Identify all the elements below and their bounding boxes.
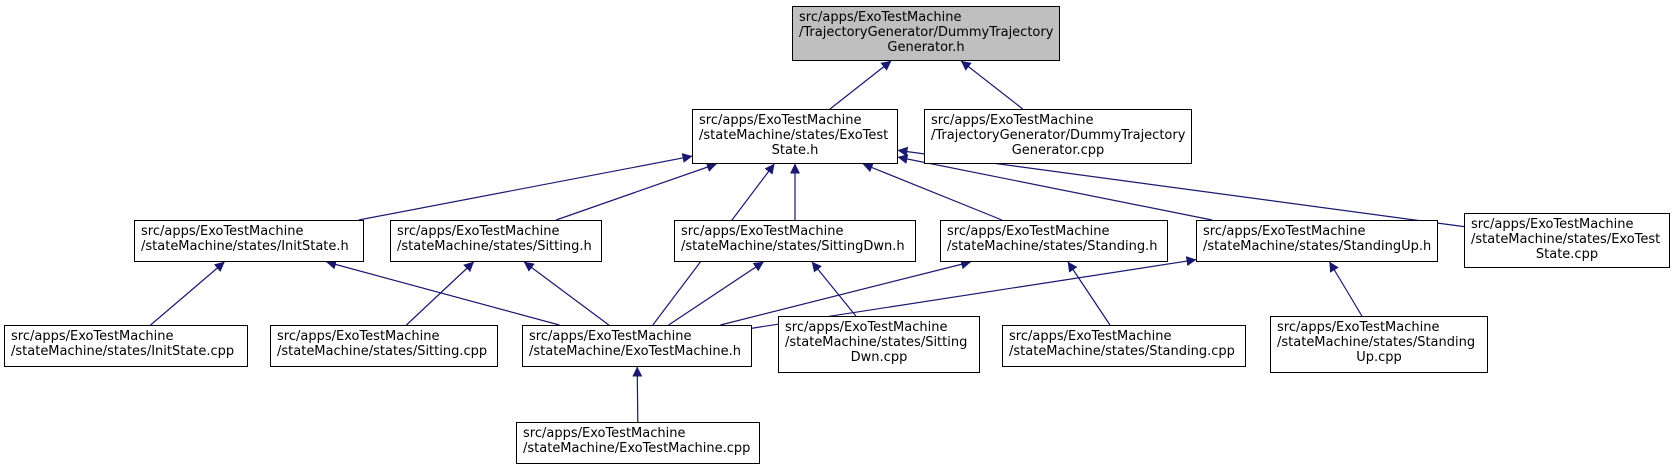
edge-sitting_h-to-exoteststate_h (555, 162, 717, 221)
node-label-line: /TrajectoryGenerator/DummyTrajectory (931, 128, 1186, 143)
node-initstate-cpp[interactable]: src/apps/ExoTestMachine /stateMachine/st… (4, 325, 248, 367)
edge-sitting_cpp-to-sitting_h (405, 261, 475, 326)
node-standing-cpp[interactable]: src/apps/ExoTestMachine /stateMachine/st… (1002, 325, 1246, 367)
node-label-line: src/apps/ExoTestMachine (1277, 320, 1440, 335)
node-standingup-h[interactable]: src/apps/ExoTestMachine /stateMachine/st… (1196, 220, 1438, 262)
node-label-line: src/apps/ExoTestMachine (523, 426, 686, 441)
node-label-line: src/apps/ExoTestMachine (947, 224, 1110, 239)
node-label-line: State.h (771, 143, 819, 158)
node-label-line: /stateMachine/states/StandingUp.h (1203, 239, 1432, 254)
node-label-line: src/apps/ExoTestMachine (931, 113, 1094, 128)
node-initstate-h[interactable]: src/apps/ExoTestMachine /stateMachine/st… (134, 220, 364, 262)
edge-exoteststate_h-to-dummy_h (829, 60, 892, 110)
edge-dummy_cpp-to-dummy_h (960, 60, 1024, 110)
node-label-line: src/apps/ExoTestMachine (11, 329, 174, 344)
node-label-line: src/apps/ExoTestMachine (1203, 224, 1366, 239)
node-dummy-trajectory-generator-h: src/apps/ExoTestMachine /TrajectoryGener… (792, 6, 1060, 61)
node-label-line: /stateMachine/states/Standing (1277, 335, 1476, 350)
edge-initstate_cpp-to-initstate_h (150, 261, 225, 326)
node-label-line: /TrajectoryGenerator/DummyTrajectory (799, 25, 1054, 40)
node-label-line: src/apps/ExoTestMachine (785, 320, 948, 335)
edge-sittingdwn_cpp-to-sittingdwn_h (811, 261, 857, 317)
node-sitting-cpp[interactable]: src/apps/ExoTestMachine /stateMachine/st… (270, 325, 498, 367)
edge-standing_h-to-exoteststate_h (862, 162, 1003, 221)
edge-exotestmachine_h-to-initstate_h (326, 259, 560, 326)
node-label-line: src/apps/ExoTestMachine (277, 329, 440, 344)
node-label-line: /stateMachine/ExoTestMachine.h (529, 344, 741, 359)
node-exoteststate-cpp[interactable]: src/apps/ExoTestMachine /stateMachine/st… (1464, 213, 1670, 268)
node-label-line: Generator.cpp (1011, 143, 1105, 158)
node-exotestmachine-cpp[interactable]: src/apps/ExoTestMachine /stateMachine/Ex… (516, 422, 760, 464)
node-label-line: src/apps/ExoTestMachine (1471, 217, 1634, 232)
edge-exotestmachine_h-to-sitting_h (523, 261, 610, 326)
node-label-line: /stateMachine/states/Standing.cpp (1009, 344, 1235, 359)
edge-standing_cpp-to-standing_h (1067, 261, 1111, 326)
node-sittingdwn-h[interactable]: src/apps/ExoTestMachine /stateMachine/st… (674, 220, 916, 262)
edge-initstate_h-to-exoteststate_h (358, 153, 693, 221)
node-label-line: src/apps/ExoTestMachine (141, 224, 304, 239)
node-exoteststate-h[interactable]: src/apps/ExoTestMachine /stateMachine/st… (692, 109, 898, 164)
edge-standingup_cpp-to-standingup_h (1329, 261, 1363, 317)
node-sitting-h[interactable]: src/apps/ExoTestMachine /stateMachine/st… (390, 220, 602, 262)
node-label-line: /stateMachine/states/InitState.h (141, 239, 349, 254)
edge-standingup_h-to-exoteststate_h (897, 154, 1213, 221)
node-label-line: /stateMachine/states/Sitting.cpp (277, 344, 488, 359)
node-label-line: /stateMachine/states/ExoTest (1471, 232, 1661, 247)
node-sittingdwn-cpp[interactable]: src/apps/ExoTestMachine /stateMachine/st… (778, 316, 980, 373)
node-label-line: /stateMachine/ExoTestMachine.cpp (523, 441, 751, 456)
node-label-line: /stateMachine/states/Sitting (785, 335, 968, 350)
node-standing-h[interactable]: src/apps/ExoTestMachine /stateMachine/st… (940, 220, 1168, 262)
edge-exotestmachine_h-to-standing_h (720, 259, 972, 326)
node-label-line: Generator.h (887, 40, 965, 55)
node-dummy-trajectory-generator-cpp[interactable]: src/apps/ExoTestMachine /TrajectoryGener… (924, 109, 1192, 164)
edge-exotestmachine_h-to-sittingdwn_h (668, 261, 764, 326)
node-label-line: src/apps/ExoTestMachine (529, 329, 692, 344)
node-label-line: src/apps/ExoTestMachine (397, 224, 560, 239)
node-label-line: /stateMachine/states/InitState.cpp (11, 344, 235, 359)
node-label-line: src/apps/ExoTestMachine (799, 10, 962, 25)
node-label-line: State.cpp (1535, 247, 1599, 262)
node-label-line: src/apps/ExoTestMachine (699, 113, 862, 128)
node-label-line: /stateMachine/states/Sitting.h (397, 239, 592, 254)
node-label-line: src/apps/ExoTestMachine (1009, 329, 1172, 344)
node-label-line: Dwn.cpp (850, 350, 908, 365)
node-label-line: src/apps/ExoTestMachine (681, 224, 844, 239)
edge-exotestmachine_cpp-to-exotestmachine_h (632, 366, 643, 423)
node-label-line: /stateMachine/states/Standing.h (947, 239, 1158, 254)
node-label-line: /stateMachine/states/ExoTest (699, 128, 889, 143)
node-label-line: Up.cpp (1356, 350, 1402, 365)
node-exotestmachine-h[interactable]: src/apps/ExoTestMachine /stateMachine/Ex… (522, 325, 752, 367)
node-standingup-cpp[interactable]: src/apps/ExoTestMachine /stateMachine/st… (1270, 316, 1488, 373)
node-label-line: /stateMachine/states/SittingDwn.h (681, 239, 905, 254)
